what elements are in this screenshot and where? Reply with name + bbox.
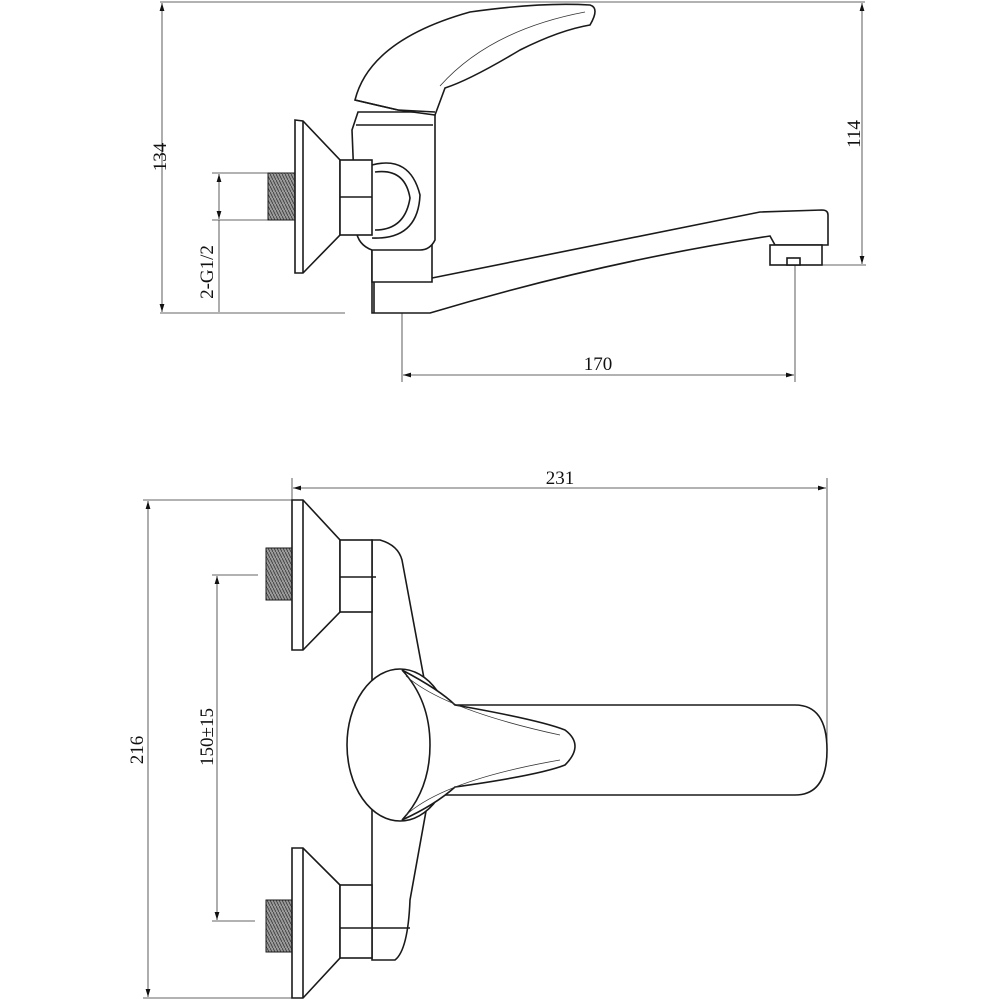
wall-flange-top bbox=[291, 499, 341, 651]
lever-handle bbox=[354, 3, 596, 116]
dim-150-label: 150±15 bbox=[197, 708, 218, 766]
side-view: 134 114 2-G1/2 170 bbox=[150, 1, 866, 382]
wall-flange-bottom bbox=[291, 847, 341, 999]
hex-nut-bottom bbox=[339, 884, 373, 959]
inlet-thread bbox=[267, 172, 296, 221]
front-view: 231 216 150±15 bbox=[127, 468, 828, 999]
dim-thread-label: 2-G1/2 bbox=[197, 245, 218, 299]
hex-nut-top bbox=[339, 539, 373, 613]
dim-231-label: 231 bbox=[546, 468, 575, 489]
side-dimension-lines bbox=[159, 1, 866, 382]
dim-134-label: 134 bbox=[150, 142, 171, 171]
faucet-front-outline bbox=[265, 499, 828, 999]
dim-114-label: 114 bbox=[844, 120, 865, 148]
inlet-thread-bottom bbox=[265, 899, 293, 953]
wall-flange bbox=[294, 119, 341, 274]
inlet-thread-top bbox=[265, 547, 293, 601]
faucet-side-outline bbox=[267, 3, 829, 314]
dim-170-label: 170 bbox=[584, 354, 613, 375]
dim-216-label: 216 bbox=[127, 736, 148, 765]
spout bbox=[371, 209, 829, 314]
front-dimension-lines bbox=[143, 478, 828, 999]
lever-handle-front bbox=[401, 669, 576, 821]
